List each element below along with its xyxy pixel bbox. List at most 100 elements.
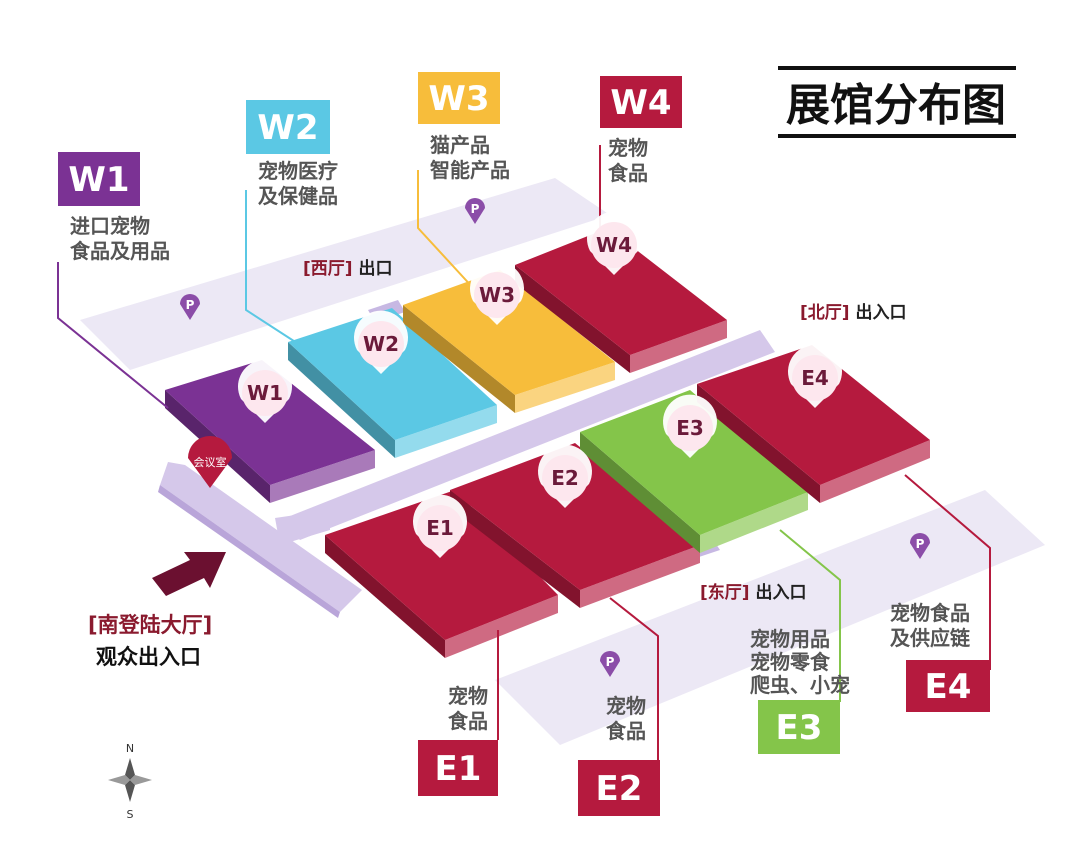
hall-top-face [165,360,375,485]
hall-pin-label: E4 [801,366,829,390]
hall-top-face [450,443,700,590]
hall-top-face [325,490,558,640]
callout-lines [57,145,991,760]
page-title: 展馆分布图 [786,80,1006,131]
hall-side-face [580,432,700,553]
hall-top-face [288,308,497,440]
hall-pin-label: E2 [551,466,579,490]
hall-description-line: 宠物食品 [890,601,970,625]
hall-tab [600,76,682,128]
hall-description-line: 食品 [608,161,648,185]
parking-label: P [186,298,195,312]
hall-top-face [515,228,727,355]
hall-tab [758,700,840,754]
corridors [158,300,775,618]
hall-side-face [515,265,630,373]
hall-tab [418,740,498,796]
pin-marker-disc [417,505,463,551]
hall-tab [906,660,990,712]
hall-front-face [270,450,375,503]
west-lobby-text: 出口 [359,258,393,279]
hall-tab-label: W4 [610,83,671,123]
pin-marker-disc [792,355,838,401]
pin-marker-disc [242,370,288,416]
hall-description-line: 宠物医疗 [258,159,338,183]
hall-description-line: 及供应链 [890,626,971,650]
compass-north-label: N [126,742,134,755]
hall-pin-label: W4 [596,233,632,257]
east-lobby-name: [东厅] [700,582,750,603]
pin-marker-disc [667,405,713,451]
parking-label: P [471,202,480,216]
west-lobby-label: [西厅] 出口 [303,258,393,279]
hall-pin-w1: W1 [238,359,292,423]
hall-block-w4 [515,228,727,373]
hall-description-line: 宠物 [606,694,646,718]
hall-front-face [700,492,808,553]
hall-block-e3 [580,390,808,553]
hall-description-line: 猫产品 [430,133,490,157]
parking-zone-north [80,178,610,370]
callout-line-w1 [57,262,169,409]
hall-description-line: 及保健品 [258,184,338,208]
callout-line-e2 [609,597,659,760]
pin-marker-disc [474,272,520,318]
hall-tab-label: E1 [435,749,482,789]
hall-pin-w2: W2 [354,310,408,374]
map-title: 展馆分布图 [778,66,1016,138]
hall-tab [58,152,140,206]
parking-zone-south [495,490,1045,745]
meeting-room-label: 会议室 [194,455,227,469]
west-lobby-name: [西厅] [303,259,353,279]
hall-pin-w3: W3 [470,261,524,325]
east-lobby-label: [东厅] 出入口 [700,582,807,603]
hall-block-w2 [288,308,497,458]
hall-pin-e3: E3 [663,394,717,458]
callout-line-w2 [245,190,301,346]
hall-pin-label: W1 [247,381,283,405]
north-lobby-label: [北厅]出入口 [800,302,907,323]
labels-layer: W1进口宠物食品及用品W2宠物医疗及保健品W3猫产品智能产品W4宠物食品E1宠物… [58,72,990,816]
compass-icon: N S [108,742,152,821]
hall-front-face [630,320,727,373]
hall-front-face [820,440,930,503]
parking-marker-south-east: P [910,533,930,559]
hall-top-face [403,270,615,395]
hall-tab [418,72,500,124]
hall-front-face [395,405,497,458]
entrance-ramp [160,462,362,612]
hall-block-e2 [450,443,700,608]
cross-walk [275,510,330,545]
hall-side-face [288,342,395,458]
hall-description-line: 宠物零食 [750,650,831,674]
hall-front-face [445,595,558,658]
hall-pin-e2: E2 [538,444,592,508]
hall-description-line: 进口宠物 [70,214,150,238]
hall-description-line: 爬虫、小宠 [750,673,850,697]
hall-front-face [580,545,700,608]
hall-description-line: 食品 [606,719,646,743]
entrance-arrow-icon [152,552,226,596]
compass-south-label: S [127,808,134,821]
parking-label: P [606,655,615,669]
hall-tab-label: W3 [428,79,489,119]
south-entrance: [南登陆大厅] 观众出入口 [88,552,226,669]
parking-label: P [916,537,925,551]
parking-markers: P P P P [180,198,930,677]
parking-marker-north-east: P [465,198,485,224]
meeting-room-marker: 会议室 [188,436,232,488]
hall-tab-label: E4 [925,667,972,707]
hall-description-line: 食品及用品 [70,239,170,263]
hall-pin-w4: W4 [587,211,641,275]
east-lobby-text: 出入口 [756,582,807,603]
callout-line-w3 [417,170,476,291]
